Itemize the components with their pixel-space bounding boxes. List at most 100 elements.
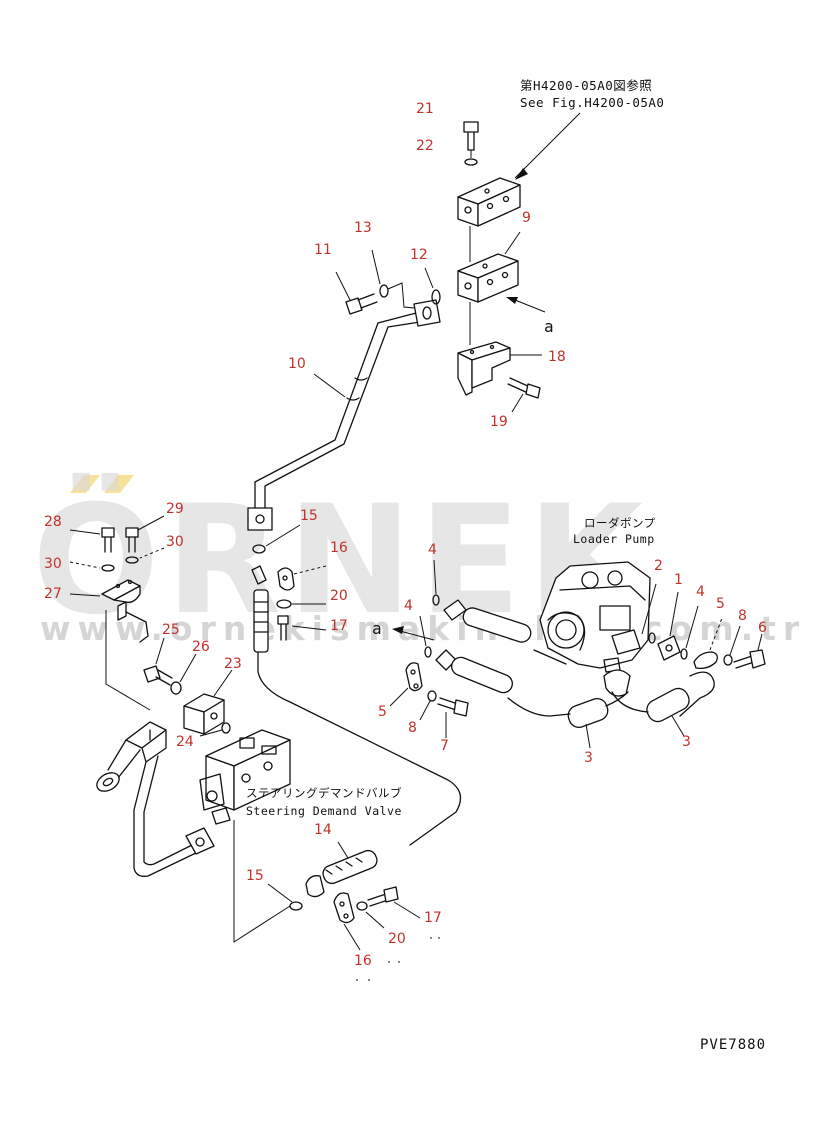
callout-16-lower: 16 [354, 953, 372, 969]
pipe-left-assembly [96, 721, 215, 877]
callout-26: 26 [192, 639, 210, 655]
leader-3-right [671, 715, 685, 737]
leader-29 [137, 515, 165, 531]
leader-3-lower [585, 723, 591, 749]
bolt-29 [125, 527, 139, 553]
arrow-a-valve-head [506, 297, 518, 304]
bolt-21 [463, 121, 479, 151]
leader-30-right [139, 547, 165, 559]
bolt-11 [345, 293, 378, 315]
arrow-a-center-head [392, 626, 404, 634]
steering-valve-label-jp: ステアリングデマンドバルブ [246, 786, 402, 800]
callout-12: 12 [410, 247, 428, 263]
leader-2 [641, 583, 657, 635]
callout-17-upper: 17 [330, 618, 348, 634]
callout-11: 11 [314, 242, 332, 258]
washer-30-right [125, 556, 139, 564]
washer-8-center [427, 690, 437, 702]
watermark: ÖRNEK www.ornekismakinalari.com.tr [32, 472, 799, 648]
leader-28 [69, 529, 101, 535]
leader-10 [313, 373, 346, 398]
hose-center-upper [443, 599, 567, 665]
bolt-17-lower [367, 886, 399, 907]
callout-28: 28 [44, 514, 62, 530]
washer-13 [379, 284, 389, 298]
leader-5-center [389, 687, 409, 707]
callout-4-mid: 4 [404, 598, 413, 614]
leader-30-left [69, 561, 101, 569]
callout-29: 29 [166, 501, 184, 517]
callout-1: 1 [674, 572, 683, 588]
callout-27: 27 [44, 586, 62, 602]
hose-14-upper-run [257, 651, 462, 846]
callout-25: 25 [162, 622, 180, 638]
leader-8-right [729, 625, 741, 656]
washer-20-upper [276, 599, 292, 609]
bolt-28 [101, 527, 115, 553]
callout-15-lower: 15 [246, 868, 264, 884]
hose-3-right [603, 669, 715, 723]
callout-2: 2 [654, 558, 663, 574]
leader-17-lower [393, 901, 421, 919]
leader-9 [504, 231, 521, 255]
callout-21: 21 [416, 101, 434, 117]
figure-code: PVE7880 [700, 1037, 766, 1053]
hose-14-upper-end [251, 565, 269, 653]
leader-25 [155, 637, 165, 665]
pipe-10 [247, 299, 441, 531]
callout-16-upper: 16 [330, 540, 348, 556]
callout-20-upper: 20 [330, 588, 348, 604]
callout-30-left: 30 [44, 556, 62, 572]
leader-14 [337, 841, 349, 859]
callout-15-upper: 15 [300, 508, 318, 524]
watermark-dot-left [70, 475, 100, 493]
hose-center-lower [435, 649, 513, 694]
flange-1 [657, 635, 681, 661]
callout-5-right: 5 [716, 596, 725, 612]
steering-valve-label-en: Steering Demand Valve [246, 804, 402, 818]
split-flange-5-center [405, 662, 423, 692]
hose-14-lower [305, 849, 378, 898]
loader-pump-label-jp: ローダポンプ [584, 516, 656, 530]
washer-8-right [723, 654, 733, 666]
hose-3-lower [507, 691, 629, 729]
leader-4-upper [433, 559, 437, 595]
callout-4-right: 4 [696, 584, 705, 600]
callout-7: 7 [440, 738, 449, 754]
bolt-11-axis [387, 282, 415, 309]
leader-8-center [419, 700, 431, 721]
bolt-19 [507, 377, 541, 399]
leader-23 [213, 669, 233, 697]
washer-20-lower [356, 901, 368, 911]
callout-14: 14 [314, 822, 332, 838]
marker-a-center: a [372, 619, 382, 638]
callout-3-lower: 3 [584, 750, 593, 766]
bracket-27-line [105, 610, 151, 711]
callout-20-lower: 20 [388, 931, 406, 947]
leader-4-mid [419, 615, 427, 647]
callout-22: 22 [416, 138, 434, 154]
steering-demand-valve [199, 729, 291, 825]
leader-17-upper [291, 625, 327, 631]
leader-16-lower [343, 923, 361, 951]
leader-12 [424, 267, 434, 289]
callout-3-right: 3 [682, 734, 691, 750]
bolt-17-upper [277, 615, 289, 641]
leader-11 [335, 271, 351, 301]
leader-15-lower [267, 883, 293, 903]
leader-6 [757, 633, 763, 651]
bolt-7 [437, 697, 469, 717]
callout-17-lower: 17 [424, 910, 442, 926]
bracket-27 [101, 579, 149, 643]
bolt-6 [733, 649, 766, 669]
o-ring-4-upper [432, 594, 440, 606]
watermark-dot-right [104, 475, 134, 493]
reference-label-jp: 第H4200-05A0図参照 [520, 78, 652, 93]
callout-9: 9 [522, 210, 531, 226]
leader-4-right [685, 605, 699, 649]
callout-24: 24 [176, 734, 194, 750]
callout-10: 10 [288, 356, 306, 372]
dash-marks [356, 937, 440, 981]
loader-pump-label-en: Loader Pump [573, 532, 655, 546]
